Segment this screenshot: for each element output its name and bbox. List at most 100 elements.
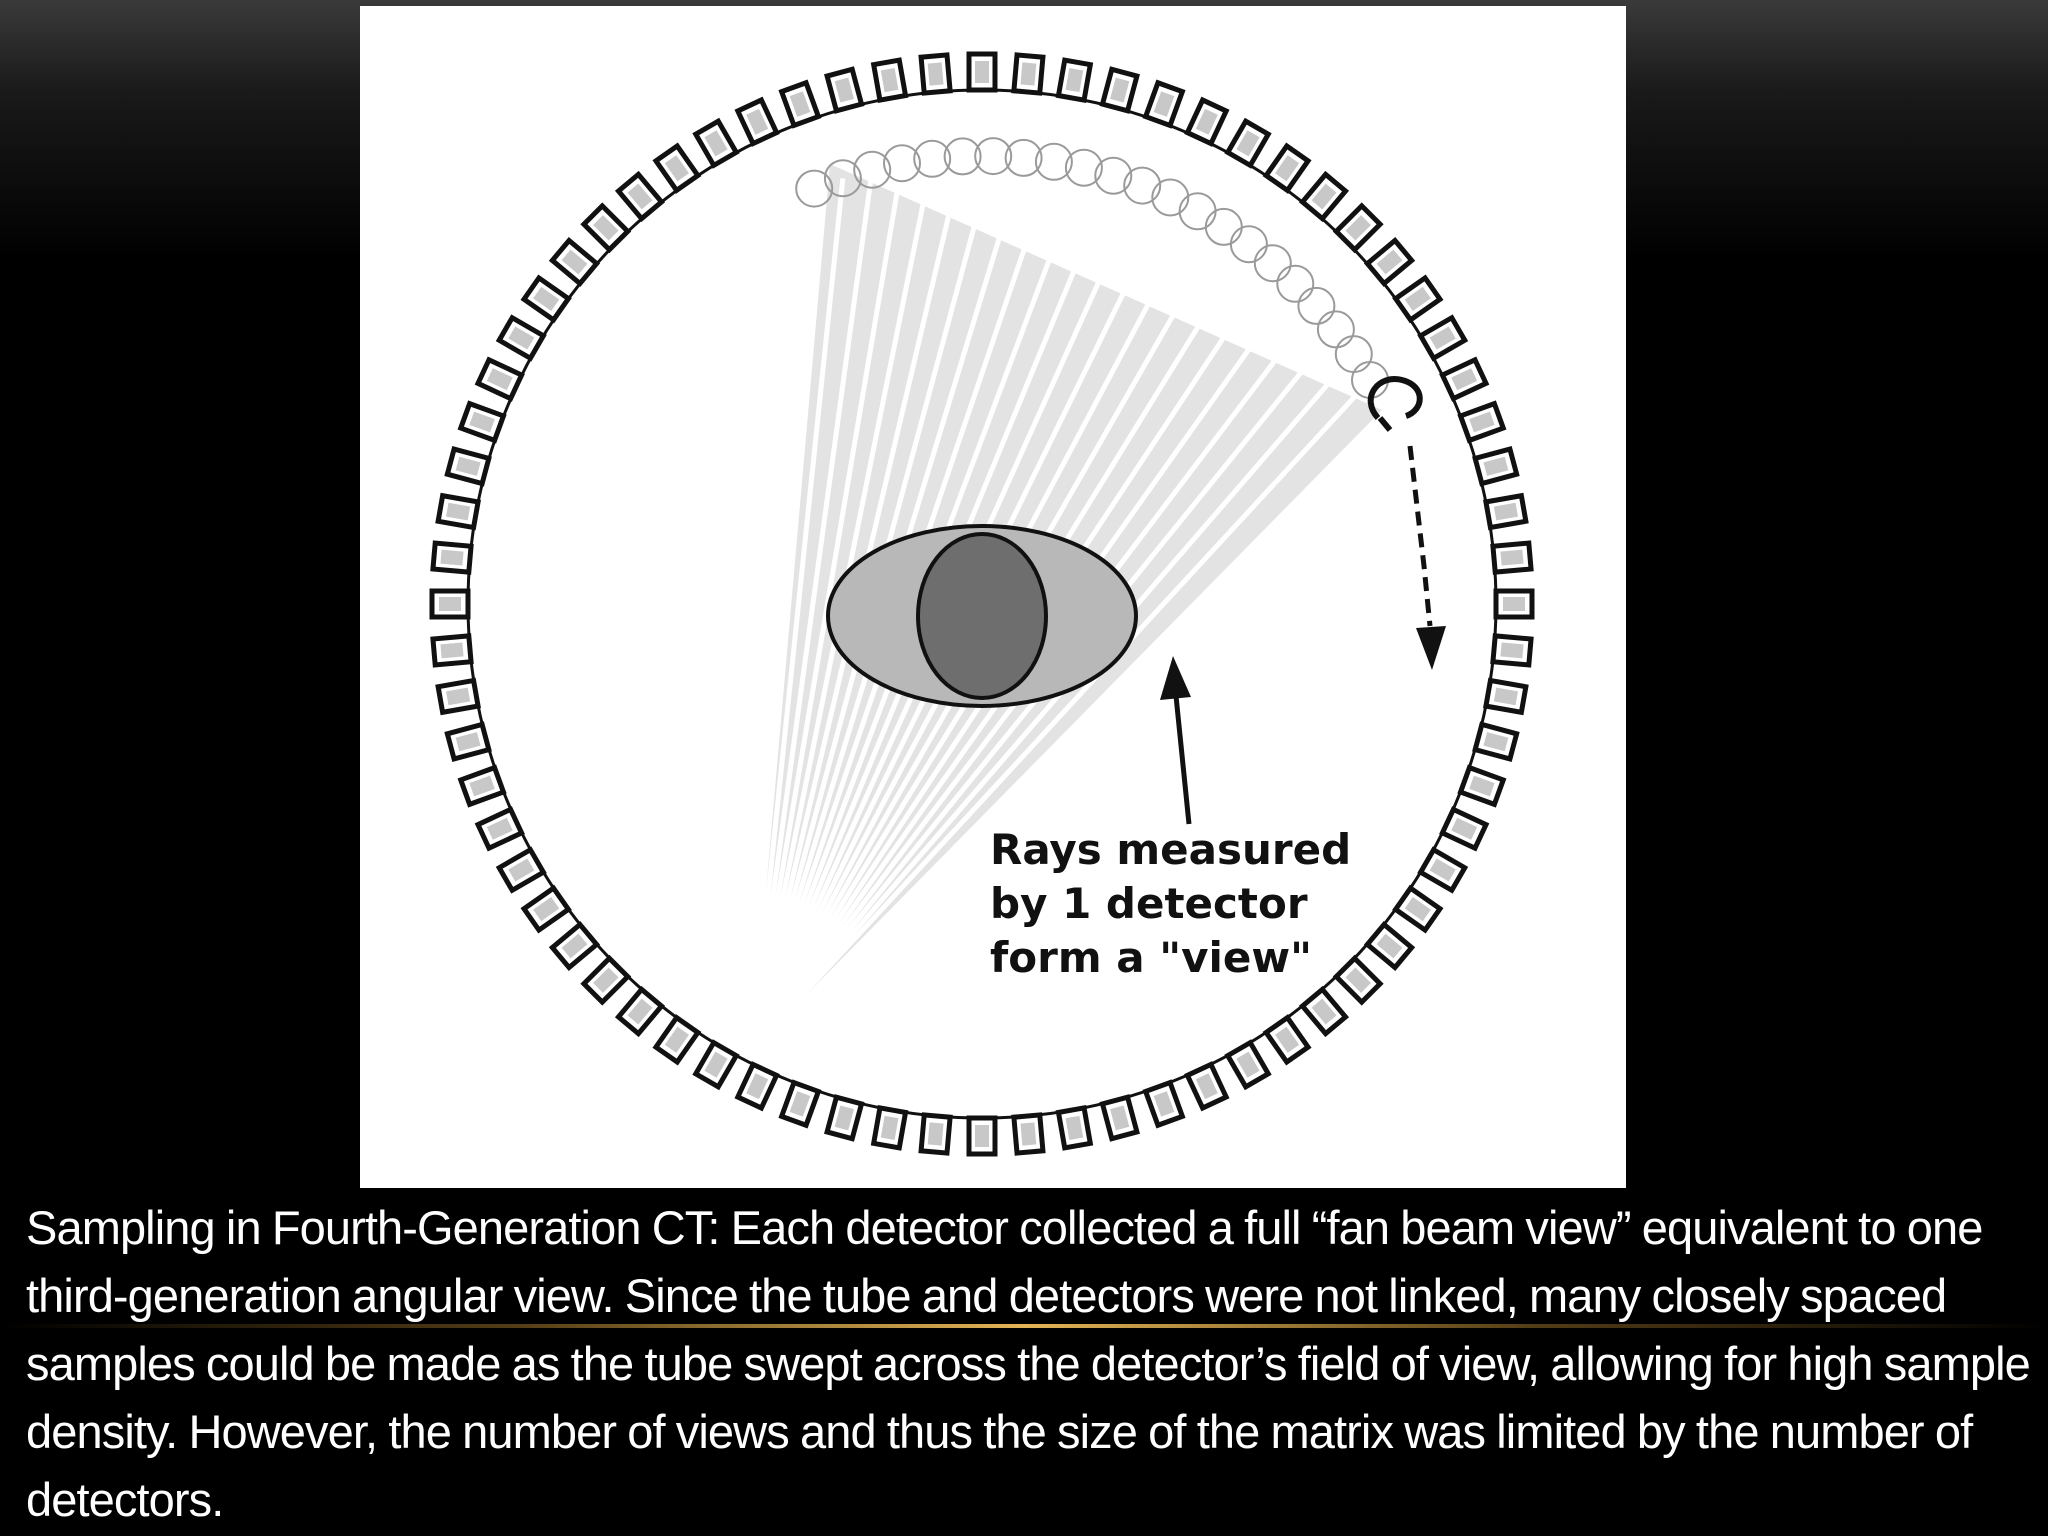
tube-position-icon bbox=[1316, 310, 1355, 349]
ray-line bbox=[750, 378, 1372, 1052]
detector-element bbox=[1184, 96, 1230, 147]
detector-element bbox=[1142, 79, 1186, 129]
detector-element bbox=[1457, 764, 1507, 808]
detector-element bbox=[1142, 1079, 1186, 1129]
detector-element bbox=[734, 96, 780, 147]
ray-line bbox=[749, 169, 875, 1051]
label-line-1: Rays measured bbox=[990, 825, 1351, 874]
detector-element bbox=[824, 66, 865, 114]
detector-element bbox=[474, 806, 525, 852]
tube-position-icon bbox=[943, 137, 982, 176]
detector-element bbox=[435, 492, 481, 531]
detector-element bbox=[918, 52, 953, 96]
detector-element bbox=[1332, 954, 1384, 1006]
detector-element bbox=[457, 764, 507, 808]
detector-element bbox=[1298, 170, 1350, 223]
tube-position-icon bbox=[1094, 156, 1133, 195]
tube-position-icon bbox=[913, 139, 952, 178]
detector-element bbox=[548, 920, 601, 972]
detector-element bbox=[1472, 446, 1520, 487]
tube-position-icon bbox=[1151, 178, 1190, 217]
tube-position-icon bbox=[1334, 335, 1373, 374]
tube-position-icon bbox=[1204, 207, 1243, 246]
tube-position-icon bbox=[1064, 148, 1103, 187]
detector-ring bbox=[429, 51, 1535, 1157]
detector-element bbox=[870, 57, 909, 103]
detector-element bbox=[430, 540, 474, 575]
detector-element bbox=[1011, 1112, 1046, 1156]
detector-element bbox=[1298, 985, 1350, 1038]
tube-position-icon bbox=[1034, 142, 1073, 181]
detector-element bbox=[1099, 1094, 1140, 1142]
detector-element bbox=[429, 588, 471, 620]
detector-element bbox=[1457, 400, 1507, 444]
detector-element bbox=[1472, 721, 1520, 762]
detector-element bbox=[1483, 677, 1529, 716]
patient-cross-section bbox=[826, 524, 1138, 708]
tube-position-icon bbox=[1004, 138, 1043, 177]
detector-element bbox=[1011, 52, 1046, 96]
detector-element bbox=[778, 79, 822, 129]
detector-element bbox=[1055, 57, 1094, 103]
detector-element bbox=[734, 1061, 780, 1112]
detector-element bbox=[548, 236, 601, 288]
detector-element bbox=[520, 884, 572, 934]
detector-element bbox=[1417, 846, 1469, 894]
detector-element bbox=[652, 142, 702, 194]
detector-element bbox=[435, 677, 481, 716]
detector-element bbox=[444, 721, 492, 762]
detector-element bbox=[1262, 142, 1312, 194]
tube-position-icon bbox=[1123, 166, 1162, 205]
detector-element bbox=[1262, 1014, 1312, 1066]
detector-element bbox=[614, 170, 666, 223]
tube-position-icon bbox=[974, 137, 1013, 176]
tube-positions bbox=[795, 137, 1389, 399]
detector-element bbox=[966, 51, 998, 93]
tube-position-icon bbox=[1276, 264, 1315, 303]
detector-element bbox=[614, 985, 666, 1038]
tube-position-icon bbox=[1297, 286, 1336, 325]
detector-element bbox=[918, 1112, 953, 1156]
detector-element bbox=[1363, 236, 1416, 288]
tube-position-icon bbox=[883, 144, 921, 183]
tube-position-icon bbox=[795, 169, 834, 208]
detector-element bbox=[1439, 356, 1490, 402]
detector-element bbox=[778, 1079, 822, 1129]
tube-position-icon bbox=[1229, 225, 1268, 264]
detector-element bbox=[1483, 492, 1529, 531]
detector-element bbox=[580, 954, 632, 1006]
detector-element bbox=[692, 117, 740, 169]
detector-element bbox=[1490, 633, 1534, 668]
detector-element bbox=[1417, 314, 1469, 362]
detector-element bbox=[870, 1105, 909, 1151]
detector-element bbox=[1392, 884, 1444, 934]
detector-element bbox=[1363, 920, 1416, 972]
ray-line bbox=[749, 188, 817, 1051]
detector-element bbox=[430, 633, 474, 668]
tube-position-icon bbox=[823, 159, 862, 198]
tube-rotation-arrow bbox=[1407, 445, 1446, 670]
detector-element bbox=[692, 1039, 740, 1091]
tube-position-icon bbox=[1253, 244, 1292, 283]
detector-element bbox=[1392, 274, 1444, 324]
label-line-3: form a "view" bbox=[990, 933, 1312, 982]
caption-text: Sampling in Fourth-Generation CT: Each d… bbox=[26, 1201, 2031, 1526]
detector-element bbox=[474, 356, 525, 402]
detector-element bbox=[495, 314, 547, 362]
tube-position-icon bbox=[853, 150, 892, 189]
detector-element bbox=[1224, 117, 1272, 169]
detector-element bbox=[1493, 588, 1535, 620]
detector-element bbox=[1439, 806, 1490, 852]
detector-element bbox=[1184, 1061, 1230, 1112]
detector-element bbox=[520, 274, 572, 324]
detector-element bbox=[495, 846, 547, 894]
detector-element bbox=[824, 1094, 865, 1142]
current-tube-icon bbox=[1367, 376, 1423, 432]
detector-element bbox=[1099, 66, 1140, 114]
detector-element bbox=[580, 202, 632, 254]
label-arrow bbox=[1160, 656, 1192, 825]
detector-element bbox=[966, 1115, 998, 1157]
label-line-2: by 1 detector bbox=[990, 879, 1308, 928]
detector-element bbox=[652, 1014, 702, 1066]
detector-element bbox=[1055, 1105, 1094, 1151]
